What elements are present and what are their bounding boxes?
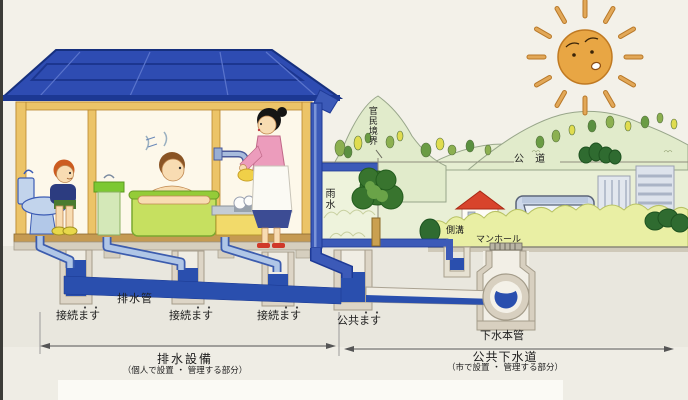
scan-edge <box>0 0 3 400</box>
bathroom <box>93 131 220 237</box>
sewer-connection-pipe <box>365 286 496 306</box>
road <box>428 246 688 252</box>
sun-icon <box>526 0 644 116</box>
rain-ground-channel <box>320 238 449 248</box>
fixture-pipes <box>35 236 282 272</box>
side-gutter <box>443 239 471 278</box>
bottom-margin <box>58 380 563 400</box>
kitchen <box>211 107 293 248</box>
tree <box>351 167 404 247</box>
toilet-room <box>17 159 78 236</box>
roof <box>0 49 344 101</box>
dimension-lines <box>39 312 674 356</box>
drain-pipe <box>63 275 342 305</box>
child <box>50 159 78 236</box>
bathing-man <box>149 152 195 201</box>
underground <box>35 236 530 321</box>
emphasis-dots <box>83 306 379 314</box>
sewer-main-pipe <box>482 273 530 321</box>
bushes <box>419 142 688 248</box>
hill-trees <box>334 112 678 159</box>
woman <box>237 107 293 248</box>
